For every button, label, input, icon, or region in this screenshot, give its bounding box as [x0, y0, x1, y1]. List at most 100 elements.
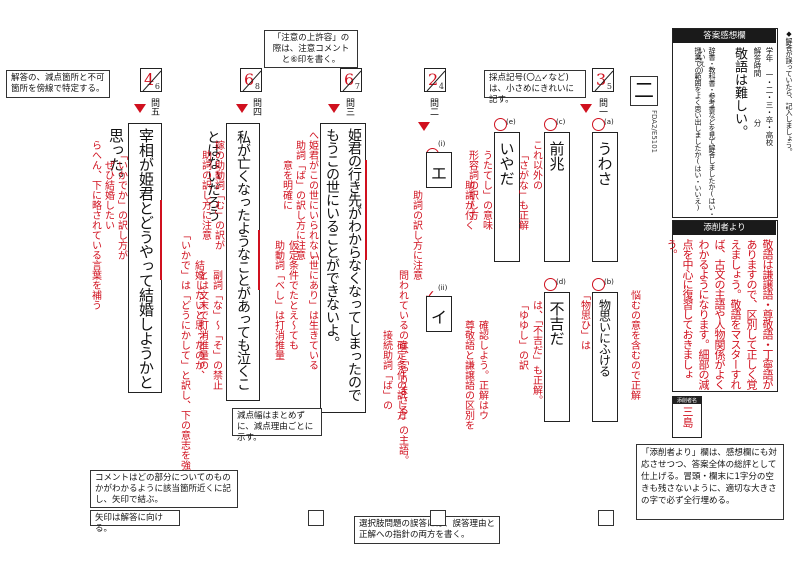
- correct-mark-q1-a: [592, 118, 605, 131]
- comment-q2-d: 尊敬語と謙譲語の区別を: [462, 320, 474, 430]
- kansou-time: 解答時間: [753, 47, 762, 77]
- comment-q4-f: とは文末で打消推量の: [196, 270, 208, 370]
- correct-mark-q1-b: [592, 278, 605, 291]
- comment-q3-f: 確定条件の訳し方: [394, 340, 406, 420]
- answer-box-q3: 姫君の行き先がわからなくなってしまったのでもうこの世にいることができないよ。: [320, 123, 366, 413]
- section-number: 二: [630, 76, 658, 106]
- q1-b-label: (b): [604, 278, 614, 286]
- note-scoring-symbols: 採点記号(〇△✓など)は、小さめにきれいに記す。: [484, 70, 586, 105]
- note-comment-position: コメントはどの部分についてのものかがわかるように該当箇所近くに記し、矢印で結ぶ。: [90, 470, 238, 508]
- question-label-q4: 問四: [251, 98, 261, 116]
- comment-q4-d: 仮定条件でたとえ〜ても: [286, 240, 298, 350]
- score-box-q1: 3 5: [592, 68, 614, 92]
- comment-q5-d: 「いかで」は「どうにかして」と訳し、下の意志を強める: [178, 230, 190, 490]
- answer-text-q3: 姫君の行き先がわからなくなってしまったのでもうこの世にいることができないよ。: [324, 128, 362, 401]
- comment-q1-b: 「物思ひ」は: [578, 290, 590, 350]
- answer-text-q1-b: 物思いにふける: [597, 299, 612, 376]
- correct-mark-q1-e: [494, 118, 507, 131]
- answer-text-q1-d: 不吉だ: [547, 301, 566, 346]
- answer-text-q5: 宰相が姫君とどうやって結婚しようかと思った。: [107, 128, 155, 389]
- q1-c-label: (c): [556, 118, 566, 126]
- comment-q2-c: 助詞が付く: [462, 180, 474, 230]
- comment-q3-d: 「世にあり」は生きている: [306, 250, 318, 370]
- sheet-code: FDA2/E5101: [650, 110, 658, 154]
- note-choice-wrong-answer: 選択肢問題の誤答には、誤答理由と正解への指針の両方を書く。: [354, 516, 500, 544]
- kansou-q1: 辞書・教科書・参考書などを見て解答しましたか(はい・いいえ): [698, 47, 716, 217]
- score-box-q2: 2 4: [424, 68, 446, 92]
- grader-name: 三島: [681, 406, 694, 428]
- comment-q4-b: 助詞の訳し方に注意: [199, 150, 211, 240]
- answer-text-q4: 私が亡くなったようなことがあっても泣くことはないだろう: [205, 130, 251, 390]
- comment-q3-a: へ姫君がこの世にいられない: [306, 130, 318, 260]
- correct-mark-q1-d: [544, 278, 557, 291]
- answer-text-q1-e: いやだ: [497, 141, 516, 186]
- comment-q1-d2: 形容詞の訳し方: [466, 150, 478, 220]
- comment-q1-a: これ以外の: [530, 140, 542, 190]
- note-underline-deduction: 解答の、減点箇所と不可箇所を傍線で特定する。: [6, 70, 110, 98]
- note-tensaku-column: 「添削者より」欄は、感想欄にも対応させつつ、答案全体の総評として仕上げる。冒頭・…: [636, 444, 784, 520]
- q2-ii-label: (ii): [438, 284, 448, 292]
- score-square-3: [598, 510, 614, 526]
- comment-q5-b: ぜひ結婚したい: [102, 160, 114, 230]
- score-square-1: [308, 510, 324, 526]
- q2-i-label: (i): [438, 140, 446, 148]
- answer-box-q2-i: エ: [426, 152, 452, 188]
- kansou-q2: 授業での範囲をよく思い出しましたか(はい・いいえ): [694, 47, 702, 212]
- note-deduction-per-reason: 減点幅はまとめずに、減点理由ごとに示す。: [232, 408, 322, 443]
- comment-q3-b: 助詞「ば」の訳し方に注意: [293, 140, 305, 260]
- partial-mark-q1: [580, 104, 592, 113]
- question-label-q2: 問二: [428, 98, 438, 116]
- answer-box-q1-d: 不吉だ: [544, 292, 570, 422]
- correct-mark-q1-c: [544, 118, 557, 131]
- answer-box-q1-b: 物思いにふける: [592, 292, 618, 422]
- answer-box-q1-a: うわさ: [592, 132, 618, 262]
- comment-q1-c: 「ゆゆし」の訳: [516, 300, 528, 370]
- comment-q4-a: 嫁の助動詞「む」の訳が: [212, 140, 224, 250]
- answer-box-q2-ii: イ: [426, 296, 452, 332]
- partial-mark-q3: [328, 104, 340, 113]
- tensaku-header: 添削者より: [673, 221, 776, 235]
- tensaku-comment: 敬語は謙譲語・尊敬語・丁寧語がありますので、区別して正しく覚えましょう。敬語をマ…: [665, 239, 774, 389]
- comment-q4-c: 助動詞「べし」は打消推量: [272, 240, 284, 360]
- comment-q4-e: 副詞「な」〜「そ」の禁止: [210, 270, 222, 390]
- question-label-q1: 問一: [597, 98, 607, 116]
- answer-box-q1-e: いやだ: [494, 132, 520, 262]
- kansou-impression: 敬語は難しい。: [732, 47, 747, 138]
- question-label-q5: 問五: [149, 98, 159, 116]
- answer-text-q2-i: エ: [430, 164, 447, 183]
- comment-q1-b2: 「さがな」も正解: [516, 150, 528, 230]
- partial-mark-q5: [134, 104, 146, 113]
- kansou-school: 学年 一・二・三・卒・高校: [765, 47, 774, 146]
- comment-q2-e: 確認しよう。正解はウ: [476, 320, 488, 420]
- side-strip-note: ◆解答が誤っていたら、記入しましょう。: [785, 30, 793, 155]
- comment-q5-a: 「いかでか」の訳し方が: [115, 150, 127, 260]
- q1-d-label: (d): [556, 278, 566, 286]
- partial-mark-q2: [418, 122, 430, 131]
- note-arrow-direction: 矢印は解答に向ける。: [90, 510, 180, 534]
- answer-text-q1-a: うわさ: [595, 141, 614, 186]
- comment-q1-e2: は、「不吉だ」も正解。: [530, 300, 542, 405]
- comment-q1-f2: 悩むの意を含むので正解: [628, 290, 640, 400]
- grader-box: 添削者名 三島: [672, 396, 702, 438]
- comment-q2-b: 問われているのは、「やりまさる」の主語。: [396, 270, 408, 465]
- score-box-q5: 4 6: [140, 68, 162, 92]
- comment-q2-a: 助詞の訳し方に注意: [410, 190, 422, 280]
- answer-box-q5: 宰相が姫君とどうやって結婚しようかと思った。: [107, 123, 162, 393]
- partial-mark-q4: [236, 104, 248, 113]
- comment-q5-e: 結婚したいと思ったのか、: [192, 260, 204, 380]
- comment-q3-c: 意を明確に: [280, 160, 292, 210]
- note-caution-acceptance: 「注意の上許容」の際は、注意コメントと⑥印を書く。: [264, 30, 358, 68]
- kansou-minutes: 分: [753, 119, 762, 127]
- answer-box-q4: 私が亡くなったようなことがあっても泣くことはないだろう: [205, 123, 260, 401]
- comment-q5-c: らへん、下に略されている言葉を補う: [89, 140, 101, 310]
- question-label-q3: 問三: [344, 98, 354, 116]
- kansou-header: 答案感想欄: [673, 29, 776, 43]
- answer-box-q1-c: 前兆: [544, 132, 570, 262]
- q1-e-label: (e): [506, 118, 516, 126]
- grader-label: 添削者名: [673, 397, 701, 404]
- answer-text-q1-c: 前兆: [547, 141, 566, 171]
- score-box-q4: 6 8: [240, 68, 262, 92]
- q1-a-label: (a): [604, 118, 614, 126]
- comment-q3-e: 接続助詞「ば」の: [380, 330, 392, 410]
- tensaku-panel: 添削者より 敬語は謙譲語・尊敬語・丁寧語がありますので、区別して正しく覚えましょ…: [665, 220, 778, 392]
